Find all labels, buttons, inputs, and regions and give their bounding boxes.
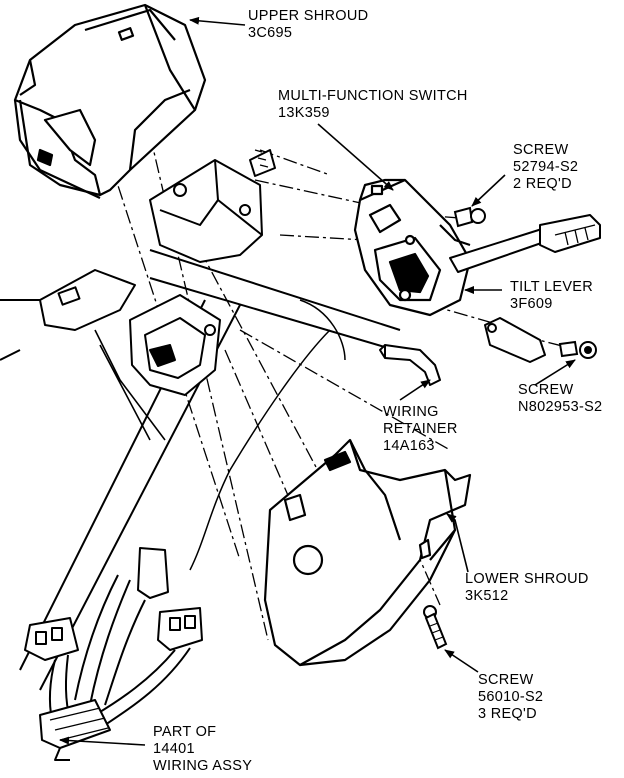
callout-line: 14A163 — [383, 438, 435, 454]
callout-line: N802953-S2 — [518, 399, 603, 415]
wire-routing — [189, 299, 346, 571]
column-bracket-part — [0, 269, 166, 441]
multi-function-switch-part — [353, 178, 472, 317]
wiring-retainer-part — [379, 344, 441, 386]
tilt-lever-part — [484, 317, 546, 363]
callout-line: UPPER SHROUD — [248, 8, 369, 24]
callout-line: SCREW — [518, 382, 574, 398]
callout-multi-function-switch: MULTI-FUNCTION SWITCH 13K359 — [278, 88, 468, 122]
callout-line: 56010-S2 — [478, 689, 544, 705]
callout-line: 3 REQ'D — [478, 706, 537, 722]
callout-lower-shroud: LOWER SHROUD 3K512 — [465, 571, 589, 605]
callout-line: LOWER SHROUD — [465, 571, 589, 587]
column-housing-part — [149, 149, 276, 263]
callout-line: TILT LEVER — [510, 279, 594, 295]
callout-line: 52794-S2 — [513, 159, 579, 175]
callout-line: 3K512 — [465, 588, 509, 604]
callout-line: 3C695 — [248, 25, 293, 41]
ignition-lock-part — [129, 294, 221, 396]
screw-56010-part — [423, 605, 448, 650]
callout-line: 2 REQ'D — [513, 176, 572, 192]
callout-leaders — [59, 16, 576, 746]
callout-line: 3F609 — [510, 296, 553, 312]
lower-shroud-part — [263, 438, 472, 667]
screw-52794-part — [453, 206, 486, 228]
callout-screw-n802953: SCREW N802953-S2 — [518, 382, 602, 416]
callout-screw-52794: SCREW 52794-S2 2 REQ'D — [513, 142, 578, 193]
callout-screw-56010: SCREW 56010-S2 3 REQ'D — [478, 672, 543, 723]
callout-line: RETAINER — [383, 421, 458, 437]
callout-line: SCREW — [513, 142, 569, 158]
wiring-harness-part — [24, 547, 203, 761]
callout-upper-shroud: UPPER SHROUD 3C695 — [248, 8, 368, 42]
callout-tilt-lever: TILT LEVER 3F609 — [510, 279, 593, 313]
callout-wiring-assy: PART OF 14401 WIRING ASSY — [153, 724, 252, 775]
callout-line: MULTI-FUNCTION SWITCH — [278, 88, 468, 104]
callout-line: SCREW — [478, 672, 534, 688]
callout-line: 13K359 — [278, 105, 330, 121]
callout-line: WIRING — [383, 404, 439, 420]
callout-wiring-retainer: WIRING RETAINER 14A163 — [383, 404, 458, 455]
callout-line: 14401 — [153, 741, 195, 757]
callout-line: PART OF — [153, 724, 217, 740]
upper-shroud-part — [13, 3, 207, 199]
switch-stalk-part — [449, 214, 601, 273]
screw-n802953-part — [558, 340, 597, 359]
callout-line: WIRING ASSY — [153, 758, 253, 774]
